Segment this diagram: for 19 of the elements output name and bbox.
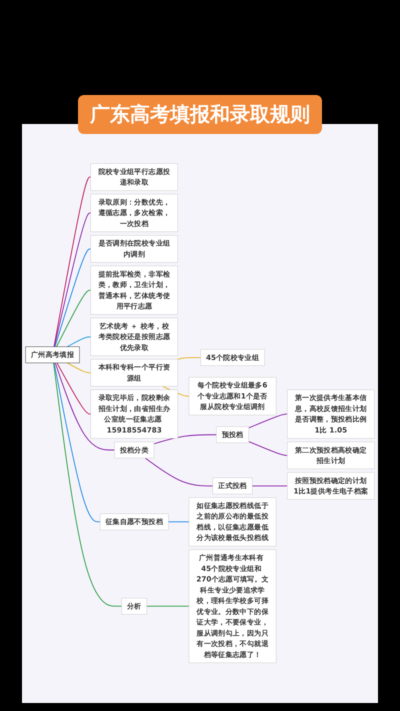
connector: [66, 362, 92, 374]
connector: [154, 434, 217, 445]
connector: [146, 606, 190, 607]
connector: [144, 458, 214, 487]
connector: [248, 441, 288, 456]
connector: [56, 290, 92, 348]
connector: [66, 336, 92, 348]
connector: [53, 362, 122, 607]
connector: [54, 212, 92, 348]
connector: [168, 522, 190, 523]
connector: [177, 357, 202, 360]
connector: [54, 176, 92, 348]
connector: [54, 362, 115, 451]
connector: [248, 414, 288, 429]
connector: [252, 486, 288, 487]
connector: [54, 362, 101, 523]
title-banner: 广东高考填报和录取规则: [78, 95, 322, 134]
connector: [56, 362, 92, 415]
connector: [54, 248, 92, 348]
